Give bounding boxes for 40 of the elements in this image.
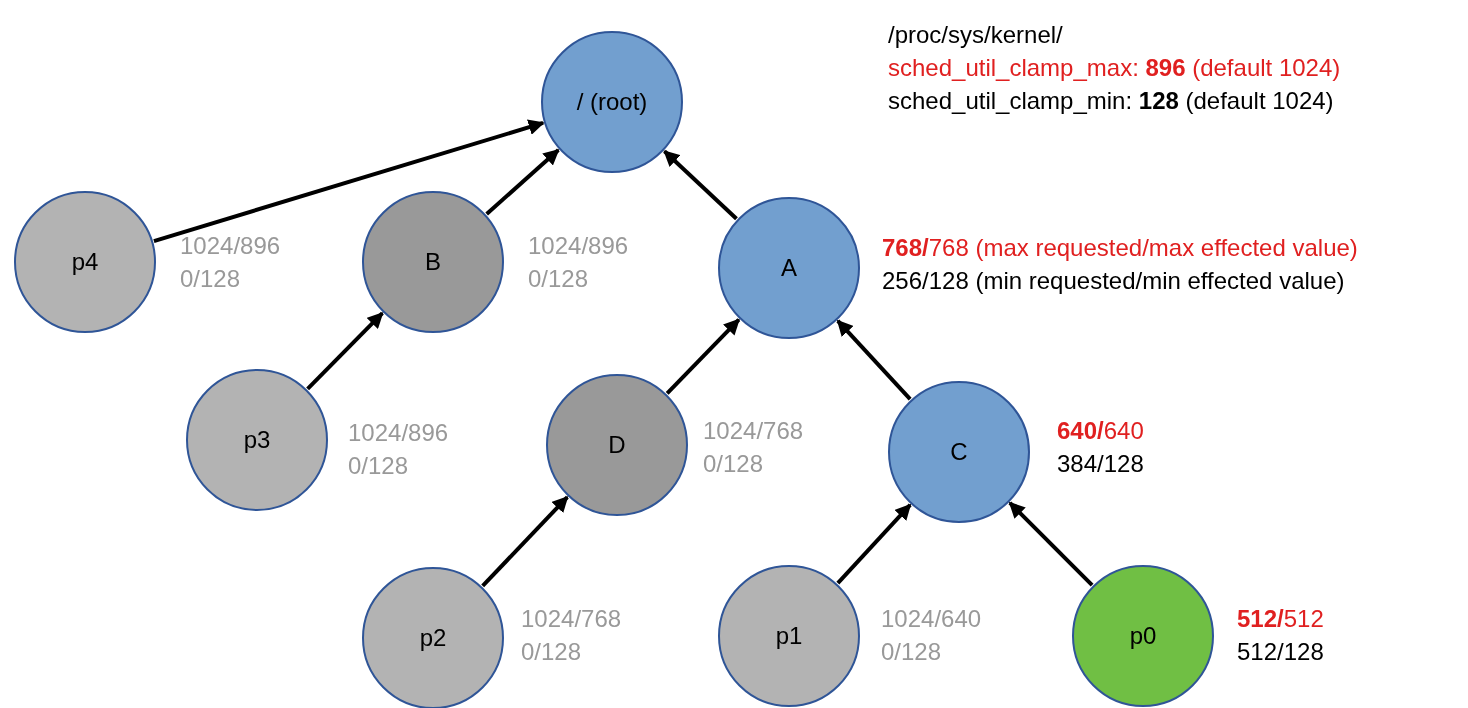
node-label: p1 (775, 622, 803, 650)
sysctl-setting-text: /proc/sys/kernel/ (888, 20, 1063, 50)
node-label: p0 (1129, 622, 1157, 650)
arrow (306, 311, 384, 391)
arrow (836, 319, 912, 401)
clamp-value-text: 384/128 (1057, 449, 1144, 479)
arrow (485, 148, 560, 216)
clamp-value-text: 640/640 (1057, 416, 1144, 446)
node-label: D (608, 431, 626, 459)
node-label: p3 (243, 426, 271, 454)
arrow (665, 318, 741, 395)
node-label: B (425, 248, 441, 276)
arrow (836, 503, 912, 585)
clamp-value-text: 1024/896 (528, 231, 629, 261)
clamp-value-text: 1024/896 (180, 231, 281, 261)
node-label: A (781, 254, 797, 282)
sysctl-setting-text: sched_util_clamp_max: 896 (default 1024) (888, 53, 1341, 83)
node-label: / (root) (575, 88, 649, 116)
clamp-value-text: 1024/768 (703, 416, 804, 446)
sysctl-setting-text: sched_util_clamp_min: 128 (default 1024) (888, 86, 1334, 116)
clamp-value-text: 0/128 (180, 264, 241, 294)
clamp-value-text: 0/128 (521, 637, 582, 667)
clamp-value-text: 256/128 (min requested/min effected value) (882, 266, 1345, 296)
clamp-value-text: 0/128 (348, 451, 409, 481)
clamp-value-text: 1024/896 (348, 418, 449, 448)
node-label: p4 (71, 248, 99, 276)
arrow (481, 495, 569, 588)
node-label: p2 (419, 624, 447, 652)
clamp-value-text: 1024/768 (521, 604, 622, 634)
arrow (153, 119, 545, 243)
clamp-value-text: 0/128 (703, 449, 764, 479)
node-label: C (950, 438, 968, 466)
arrow (663, 149, 738, 221)
clamp-value-text: 0/128 (881, 637, 942, 667)
clamp-value-text: 512/512 (1237, 604, 1324, 634)
clamp-value-text: 0/128 (528, 264, 589, 294)
arrow (1008, 501, 1094, 587)
clamp-value-text: 768/768 (max requested/max effected value) (882, 233, 1358, 263)
clamp-value-text: 512/128 (1237, 637, 1324, 667)
clamp-value-text: 1024/640 (881, 604, 982, 634)
